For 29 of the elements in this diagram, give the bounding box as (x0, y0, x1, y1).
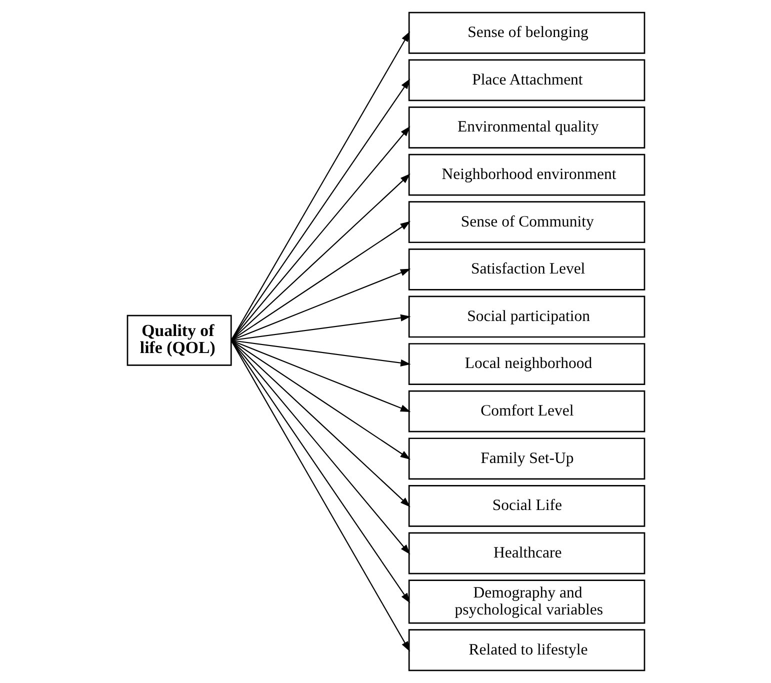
arrow (230, 340, 410, 652)
node-box: Sense of belonging (408, 12, 645, 54)
arrow (230, 174, 410, 341)
arrow (230, 340, 410, 366)
node-box: Related to lifestyle (408, 629, 645, 672)
arrow (230, 31, 410, 341)
node-box: Local neighborhood (408, 343, 645, 385)
node-box: Neighborhood environment (408, 154, 645, 196)
arrow (230, 340, 410, 604)
node-box: Demography and psychological variables (408, 580, 645, 624)
arrow (230, 268, 410, 341)
arrow (230, 314, 410, 341)
node-box: Environmental quality (408, 106, 645, 148)
arrow (230, 340, 410, 508)
arrow (230, 340, 410, 555)
arrow (230, 340, 410, 460)
node-box: Comfort Level (408, 390, 645, 432)
node-box: Family Set-Up (408, 438, 645, 480)
node-box: Social Life (408, 485, 645, 527)
node-box: Sense of Community (408, 201, 645, 244)
node-box: Healthcare (408, 532, 645, 574)
arrow (230, 340, 410, 412)
node-box: Satisfaction Level (408, 248, 645, 290)
arrow (230, 78, 410, 341)
arrow (230, 221, 410, 341)
arrow (230, 126, 410, 341)
node-box: Quality of life (QOL) (126, 314, 232, 366)
node-box: Social participation (408, 296, 645, 338)
node-box: Place Attachment (408, 59, 645, 102)
